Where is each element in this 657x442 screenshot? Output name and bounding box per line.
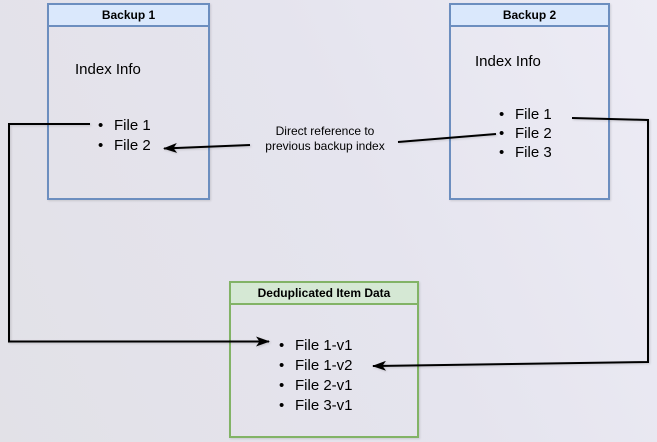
dedup-node: Deduplicated Item Data File 1-v1 File 1-…	[229, 281, 419, 438]
dedup-item-2: File 1-v2	[295, 357, 353, 374]
backup1-file-item: File 1	[98, 116, 151, 136]
backup2-file-3: File 3	[515, 144, 552, 161]
dedup-item-4: File 3-v1	[295, 397, 353, 414]
dedup-item: File 3-v1	[279, 396, 353, 416]
dedup-item-1: File 1-v1	[295, 337, 353, 354]
backup2-node: Backup 2 Index Info File 1 File 2 File 3	[449, 3, 610, 200]
backup1-file-1: File 1	[114, 117, 151, 134]
dedup-item-list: File 1-v1 File 1-v2 File 2-v1 File 3-v1	[279, 336, 353, 416]
dedup-body: File 1-v1 File 1-v2 File 2-v1 File 3-v1	[231, 305, 417, 436]
backup1-file-2: File 2	[114, 137, 151, 154]
backup1-node: Backup 1 Index Info File 1 File 2	[47, 3, 210, 200]
backup2-title: Backup 2	[451, 5, 608, 27]
backup1-title: Backup 1	[49, 5, 208, 27]
backup2-file-item: File 1	[499, 105, 552, 124]
dedup-item: File 2-v1	[279, 376, 353, 396]
direct-reference-label-line2: previous backup index	[265, 139, 385, 153]
backup1-body: Index Info File 1 File 2	[49, 27, 208, 198]
backup2-file-list: File 1 File 2 File 3	[499, 105, 552, 162]
dedup-item: File 1-v2	[279, 356, 353, 376]
backup2-file-item: File 2	[499, 124, 552, 143]
backup2-file-2: File 2	[515, 125, 552, 142]
direct-reference-label: Direct reference to previous backup inde…	[240, 124, 410, 154]
backup1-file-item: File 2	[98, 136, 151, 156]
backup1-file-list: File 1 File 2	[98, 116, 151, 156]
dedup-title: Deduplicated Item Data	[231, 283, 417, 305]
dedup-item-3: File 2-v1	[295, 377, 353, 394]
backup2-index-label: Index Info	[475, 53, 541, 70]
backup2-file-item: File 3	[499, 143, 552, 162]
backup2-body: Index Info File 1 File 2 File 3	[451, 27, 608, 198]
backup2-file-1: File 1	[515, 106, 552, 123]
backup1-index-label: Index Info	[75, 61, 141, 78]
dedup-item: File 1-v1	[279, 336, 353, 356]
direct-reference-label-line1: Direct reference to	[275, 124, 375, 138]
